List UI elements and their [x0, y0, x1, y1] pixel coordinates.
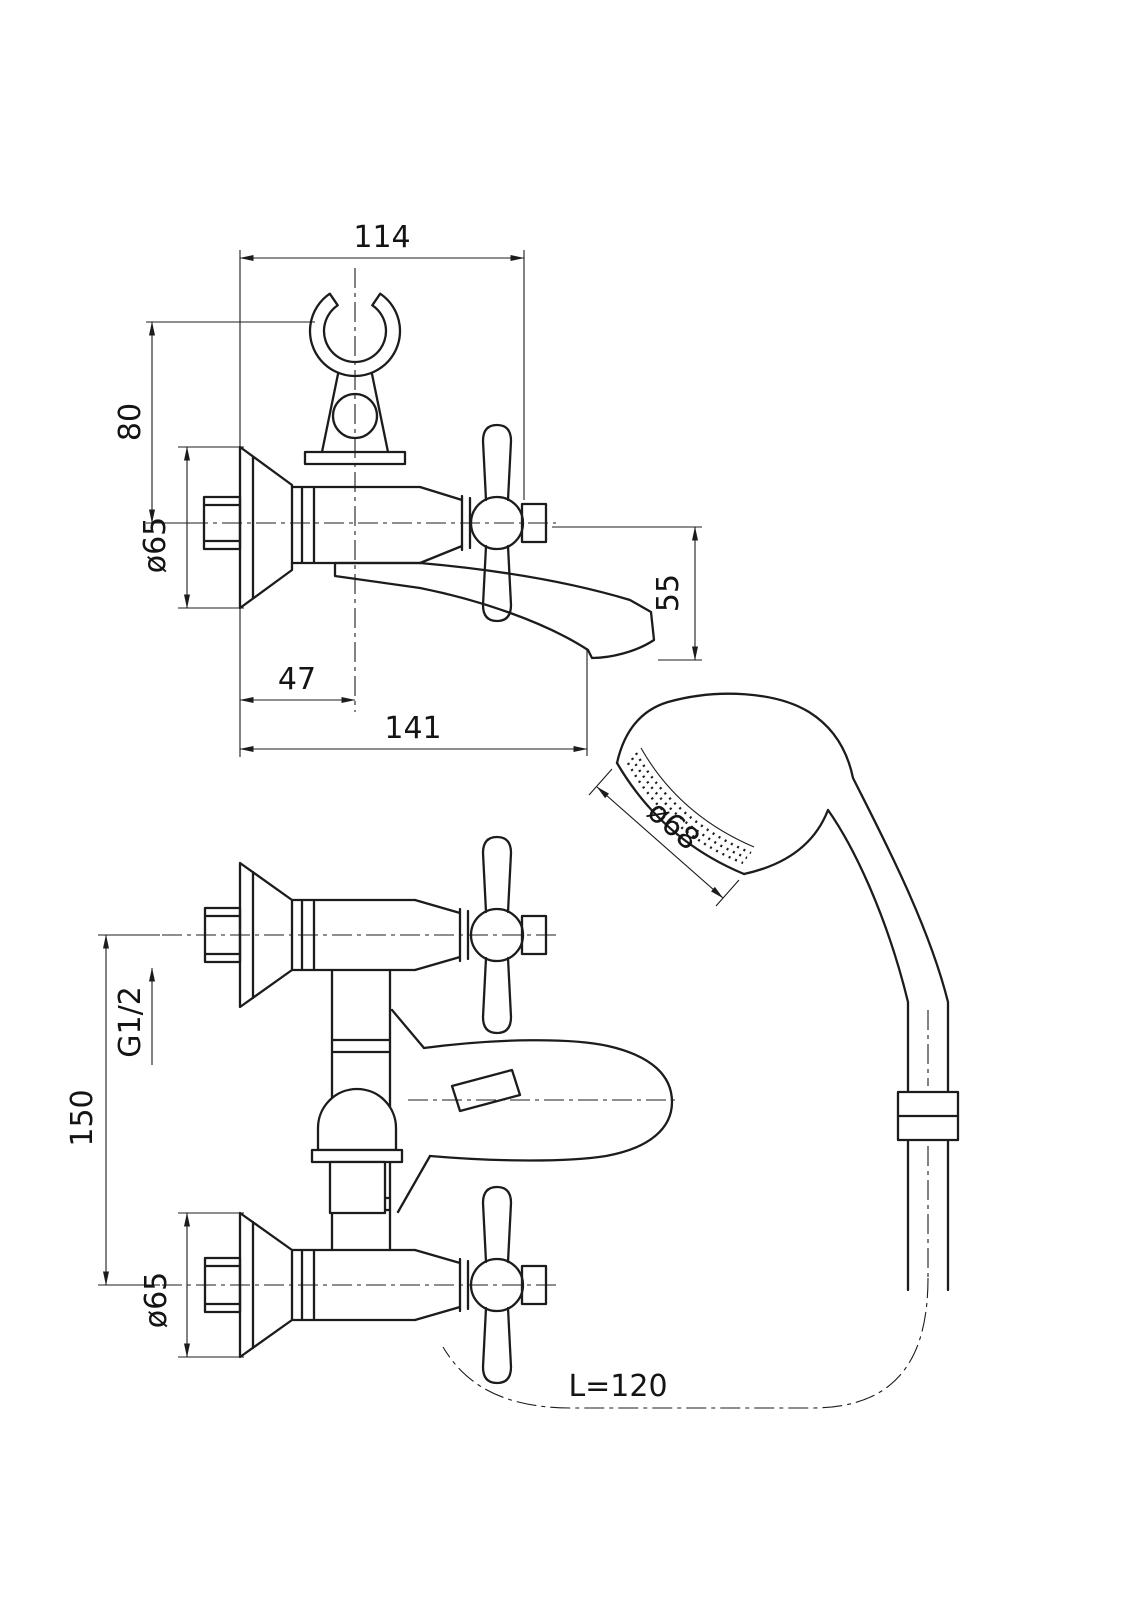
dim-label-80: 80 [113, 403, 148, 441]
dim-label-150: 150 [65, 1089, 100, 1146]
spout-front [390, 1008, 674, 1214]
holder-bracket-flange [303, 450, 407, 466]
handset-top-and-hose-outer [615, 692, 950, 1292]
dim-label-55: 55 [651, 574, 686, 612]
dimension-dia65-side: ø65 [138, 446, 244, 609]
mixer-body-side [290, 485, 422, 565]
dim-label-47: 47 [278, 662, 316, 697]
spout-mount-lines [390, 1008, 432, 1214]
wall-flange-top [238, 861, 294, 1009]
diverter-dome [316, 1087, 398, 1152]
handle-cone-top [413, 898, 470, 972]
handset-bottom-and-hose-inner [742, 808, 910, 1292]
dimension-80: 80 [113, 321, 315, 524]
dimension-dia65-front: ø65 [139, 1212, 244, 1358]
diverter-flange [310, 1148, 404, 1164]
dim-label-hose-length: L=120 [568, 1369, 667, 1404]
dimension-dia68: ø68 [588, 768, 740, 907]
handle-cap-bottom [520, 1264, 548, 1306]
handle-arm-up-bottom [481, 1185, 513, 1264]
dimension-55: 55 [552, 526, 702, 661]
handle-cap-top [520, 914, 548, 956]
handle-cap-side [520, 502, 548, 544]
handle-arm-up-top [481, 835, 513, 914]
diverter-stem [328, 1160, 387, 1215]
spout-outline-front [422, 1039, 674, 1162]
side-view: 114 80 ø65 55 47 141 [113, 220, 702, 757]
handle-arm-down-side [481, 544, 513, 623]
wall-flange-side [238, 445, 294, 610]
dimension-g12: G1/2 [113, 967, 155, 1065]
diverter-knob [450, 1068, 522, 1113]
dimension-114: 114 [239, 220, 525, 757]
valve-body-top [290, 898, 417, 972]
dim-label-g12: G1/2 [113, 986, 148, 1058]
handle-cone-side [418, 485, 472, 565]
holder-bracket [320, 372, 390, 454]
handle-cone-bottom [413, 1248, 470, 1322]
dimension-hose-length: L=120 [568, 1369, 667, 1404]
handle-arm-down-bottom [481, 1306, 513, 1385]
dimension-141: 141 [239, 648, 588, 756]
top-inlet-unit [203, 835, 548, 1035]
diverter-bell [310, 1087, 404, 1215]
inlet-nut-top [203, 906, 242, 964]
front-view: G1/2 150 ø65 ø68 L=120 [65, 692, 960, 1409]
dim-label-dia65-side: ø65 [138, 517, 173, 574]
hose-nut [896, 1090, 960, 1142]
dimension-47: 47 [239, 662, 356, 703]
dim-label-114: 114 [353, 220, 410, 255]
valve-body-bottom [290, 1248, 417, 1322]
hand-shower [442, 692, 960, 1409]
holder-screw-boss [331, 392, 379, 440]
inlet-nut-bottom [203, 1256, 242, 1314]
dimension-150: 150 [65, 934, 160, 1286]
dim-label-141: 141 [384, 711, 441, 746]
shower-holder-fork [308, 292, 402, 378]
spout-side [333, 561, 656, 660]
handle-arm-up-side [481, 423, 513, 502]
handle-arm-down-top [481, 956, 513, 1035]
hose-centerline-curve [442, 1277, 929, 1409]
dim-label-dia65-front: ø65 [139, 1272, 174, 1329]
